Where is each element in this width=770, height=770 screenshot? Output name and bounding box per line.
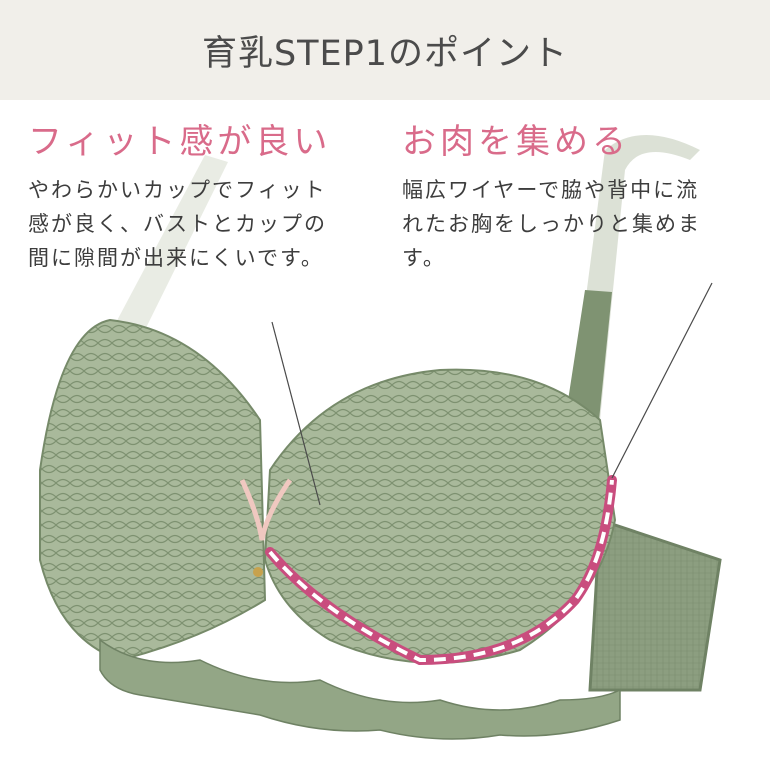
page-title: 育乳STEP1のポイント [201, 33, 569, 74]
point-gather: お肉を集める 幅広ワイヤーで脇や背中に流 れたお胸をしっかりと集めま す。 [402, 125, 752, 275]
point-heading: フィット感が良い [28, 122, 332, 162]
underwire-dash [268, 479, 614, 663]
center-charm [253, 567, 263, 577]
point-body-line: 感が良く、バストとカップの [28, 212, 327, 236]
right-strap-adjuster [565, 290, 612, 430]
lace-hem [99, 638, 621, 740]
point-body-line: 間に隙間が出来にくいです。 [28, 246, 324, 270]
point-body-line: す。 [402, 246, 446, 270]
product-photo [39, 135, 722, 740]
point-body-line: やわらかいカップでフィット [28, 178, 327, 202]
point-body: 幅広ワイヤーで脇や背中に流 れたお胸をしっかりと集めま す。 [402, 173, 752, 275]
point-heading: お肉を集める [402, 122, 630, 162]
header-banner: 育乳STEP1のポイント [0, 0, 770, 100]
left-strap [112, 155, 228, 340]
point-fit: フィット感が良い やわらかいカップでフィット 感が良く、バストとカップの 間に隙… [28, 125, 378, 275]
leader-line-left [271, 321, 321, 506]
point-body: やわらかいカップでフィット 感が良く、バストとカップの 間に隙間が出来にくいです… [28, 173, 378, 275]
leader-line-right [611, 282, 713, 479]
point-body-line: 幅広ワイヤーで脇や背中に流 [402, 178, 700, 202]
point-body-line: れたお胸をしっかりと集めま [402, 212, 701, 236]
center-bow [239, 478, 293, 541]
back-band [588, 517, 722, 692]
left-cup [39, 318, 267, 662]
